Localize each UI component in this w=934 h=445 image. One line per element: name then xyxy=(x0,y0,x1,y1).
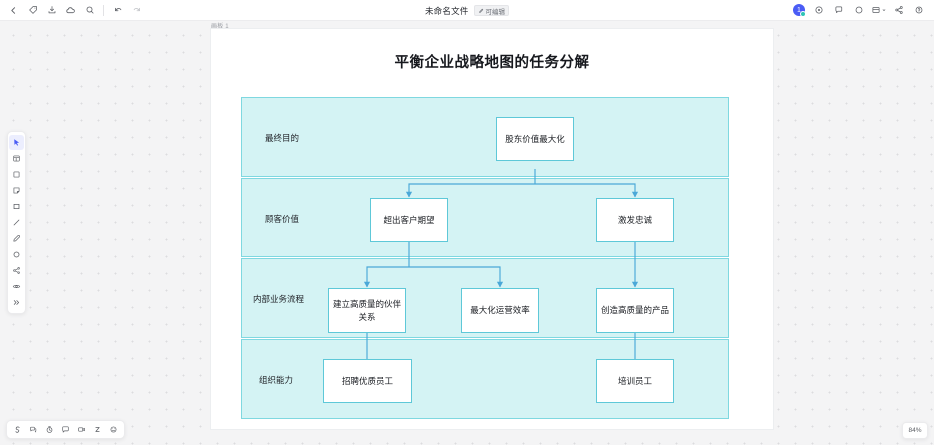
band-label-3: 组织能力 xyxy=(259,375,294,385)
comment-icon[interactable] xyxy=(829,2,848,19)
pencil-icon xyxy=(478,8,483,13)
band-label-2: 内部业务流程 xyxy=(253,294,305,304)
history-icon[interactable] xyxy=(849,2,868,19)
help-icon[interactable] xyxy=(909,2,928,19)
node-2-1[interactable]: 最大化运营效率 xyxy=(461,288,539,333)
presentation-icon[interactable] xyxy=(869,2,888,19)
tag-icon[interactable] xyxy=(23,2,42,19)
emoji-icon[interactable] xyxy=(106,422,121,437)
eye-tool[interactable] xyxy=(9,279,24,294)
frame-tool[interactable] xyxy=(9,167,24,182)
undo-icon[interactable] xyxy=(108,2,127,19)
target-icon[interactable] xyxy=(809,2,828,19)
toolbar-divider xyxy=(103,4,104,16)
canvas-area[interactable]: 画板 1 平衡企业战略地图的任务分解 xyxy=(0,21,934,445)
band-label-0: 最终目的 xyxy=(265,133,300,143)
band-row-0[interactable] xyxy=(241,97,729,177)
node-1-0[interactable]: 超出客户期望 xyxy=(370,198,448,242)
comment-bubbles-icon[interactable] xyxy=(26,422,41,437)
artboard[interactable]: 平衡企业战略地图的任务分解 xyxy=(211,29,773,429)
line-tool[interactable] xyxy=(9,215,24,230)
share-icon[interactable] xyxy=(889,2,908,19)
search-icon[interactable] xyxy=(80,2,99,19)
diagram-title: 平衡企业战略地图的任务分解 xyxy=(394,55,590,71)
band-row-3[interactable] xyxy=(241,339,729,419)
timer-icon[interactable] xyxy=(42,422,57,437)
document-title-group: 未命名文件 可编辑 xyxy=(0,0,934,21)
zoom-level-indicator[interactable]: 84% xyxy=(902,422,928,439)
artboard-label[interactable]: 画板 1 xyxy=(211,24,229,30)
rectangle-tool[interactable] xyxy=(9,199,24,214)
table-tool[interactable] xyxy=(9,151,24,166)
top-toolbar-right-group: 1 xyxy=(793,2,934,19)
node-0-0[interactable]: 股东价值最大化 xyxy=(496,117,574,161)
bottom-dock xyxy=(6,420,125,439)
connector-tool[interactable] xyxy=(9,263,24,278)
cursor-tool[interactable] xyxy=(9,135,24,150)
video-icon[interactable] xyxy=(74,422,89,437)
cloud-icon[interactable] xyxy=(61,2,80,19)
save-icon[interactable] xyxy=(42,2,61,19)
editable-badge[interactable]: 可编辑 xyxy=(473,5,509,16)
shortcut-icon[interactable] xyxy=(10,422,25,437)
node-1-1[interactable]: 激发忠诚 xyxy=(596,198,674,242)
node-2-0[interactable]: 建立高质量的伙伴关系 xyxy=(328,288,406,333)
circle-tool[interactable] xyxy=(9,247,24,262)
avatar[interactable]: 1 xyxy=(793,4,806,17)
document-title[interactable]: 未命名文件 xyxy=(424,5,469,16)
sticky-note-tool[interactable] xyxy=(9,183,24,198)
node-3-0[interactable]: 招聘优质员工 xyxy=(323,359,412,403)
zen-icon[interactable] xyxy=(90,422,105,437)
band-label-1: 顾客价值 xyxy=(265,214,300,224)
redo-icon[interactable] xyxy=(127,2,146,19)
node-2-2[interactable]: 创造高质量的产品 xyxy=(596,288,674,333)
back-icon[interactable] xyxy=(4,2,23,19)
editable-badge-label: 可编辑 xyxy=(485,8,506,16)
chevron-down-icon xyxy=(882,9,886,11)
more-tools[interactable] xyxy=(9,295,24,310)
top-toolbar: 未命名文件 可编辑 1 xyxy=(0,0,934,21)
top-toolbar-left-group xyxy=(0,2,146,19)
pen-tool[interactable] xyxy=(9,231,24,246)
left-tool-rail xyxy=(7,131,26,314)
node-3-1[interactable]: 培训员工 xyxy=(596,359,674,403)
chat-icon[interactable] xyxy=(58,422,73,437)
